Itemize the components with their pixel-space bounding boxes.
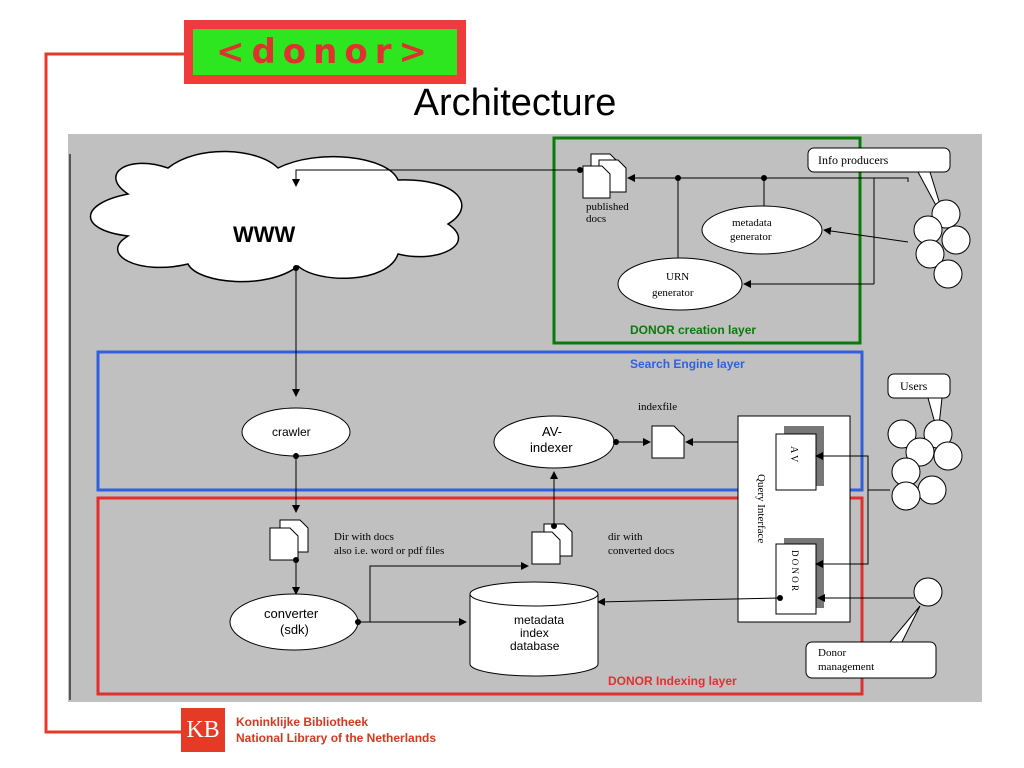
database-line1: metadata	[514, 613, 564, 627]
www-cloud: WWW	[89, 150, 463, 283]
converter-line2: (sdk)	[280, 622, 309, 637]
indexfile-label: indexfile	[638, 401, 677, 413]
footer-line1: Koninklijke Bibliotheek	[236, 715, 369, 729]
donor-logo-text: <donor>	[193, 29, 457, 75]
urn-generator-line2: generator	[652, 287, 694, 299]
donor-box-label: D O N O R	[790, 550, 800, 591]
info-producers-label: Info producers	[818, 153, 889, 167]
metadata-generator-line2: generator	[730, 231, 772, 243]
footer-text: Koninklijke Bibliotheek National Library…	[236, 714, 436, 746]
creation-layer-box	[552, 136, 862, 345]
av-box	[775, 433, 817, 491]
search-layer-label: Search Engine layer	[630, 357, 745, 371]
donor-logo: <donor>	[184, 20, 466, 84]
published-docs-line1: published	[586, 201, 629, 213]
av-indexer-line2: indexer	[530, 440, 573, 455]
info-producers-callout	[807, 147, 951, 173]
av-box-label: A V	[788, 446, 799, 463]
dir-converted-line2: converted docs	[608, 545, 674, 557]
info-producers-faces	[913, 199, 971, 289]
dir-converted-line1: dir with	[608, 531, 643, 543]
www-label: WWW	[233, 222, 296, 247]
creation-layer-label: DONOR creation layer	[630, 323, 756, 337]
users-faces	[887, 419, 963, 511]
metadata-generator-node	[701, 205, 823, 255]
search-layer-box	[96, 350, 864, 492]
users-callout	[887, 373, 951, 399]
donor-management-callout	[805, 641, 937, 679]
query-interface-label: Query Interface	[755, 474, 767, 543]
kb-logo: KB	[181, 708, 225, 752]
urn-generator-line1: URN	[666, 271, 689, 283]
architecture-diagram: DONOR creation layer Search Engine layer…	[68, 134, 982, 702]
donor-management-line2: management	[818, 661, 874, 673]
diagram-canvas: DONOR creation layer Search Engine layer…	[69, 136, 971, 700]
database-line3: database	[510, 639, 560, 653]
published-docs-node: published docs	[582, 153, 629, 225]
donor-management-line1: Donor	[818, 647, 846, 659]
footer-line2: National Library of the Netherlands	[236, 731, 437, 745]
page-title: Architecture	[413, 82, 617, 124]
database-line2: index	[520, 626, 549, 640]
indexing-layer-box	[96, 496, 864, 696]
indexing-layer-label: DONOR Indexing layer	[608, 674, 737, 688]
av-indexer-line1: AV-	[542, 424, 562, 439]
dir-with-docs-node: Dir with docs also i.e. word or pdf file…	[269, 519, 444, 561]
dir-converted-node: dir with converted docs	[531, 523, 674, 565]
dir-with-docs-line2: also i.e. word or pdf files	[334, 545, 444, 557]
crawler-label: crawler	[272, 425, 311, 439]
published-docs-line2: docs	[586, 213, 606, 225]
converter-line1: converter	[264, 606, 319, 621]
metadata-generator-line1: metadata	[732, 217, 772, 229]
dir-with-docs-line1: Dir with docs	[334, 531, 394, 543]
donor-box	[775, 543, 817, 615]
donor-management-face	[913, 577, 943, 607]
urn-generator-node	[617, 257, 743, 311]
indexfile-node: indexfile	[638, 401, 685, 459]
metadata-index-database: metadata index database	[469, 581, 599, 677]
users-label: Users	[900, 379, 928, 393]
